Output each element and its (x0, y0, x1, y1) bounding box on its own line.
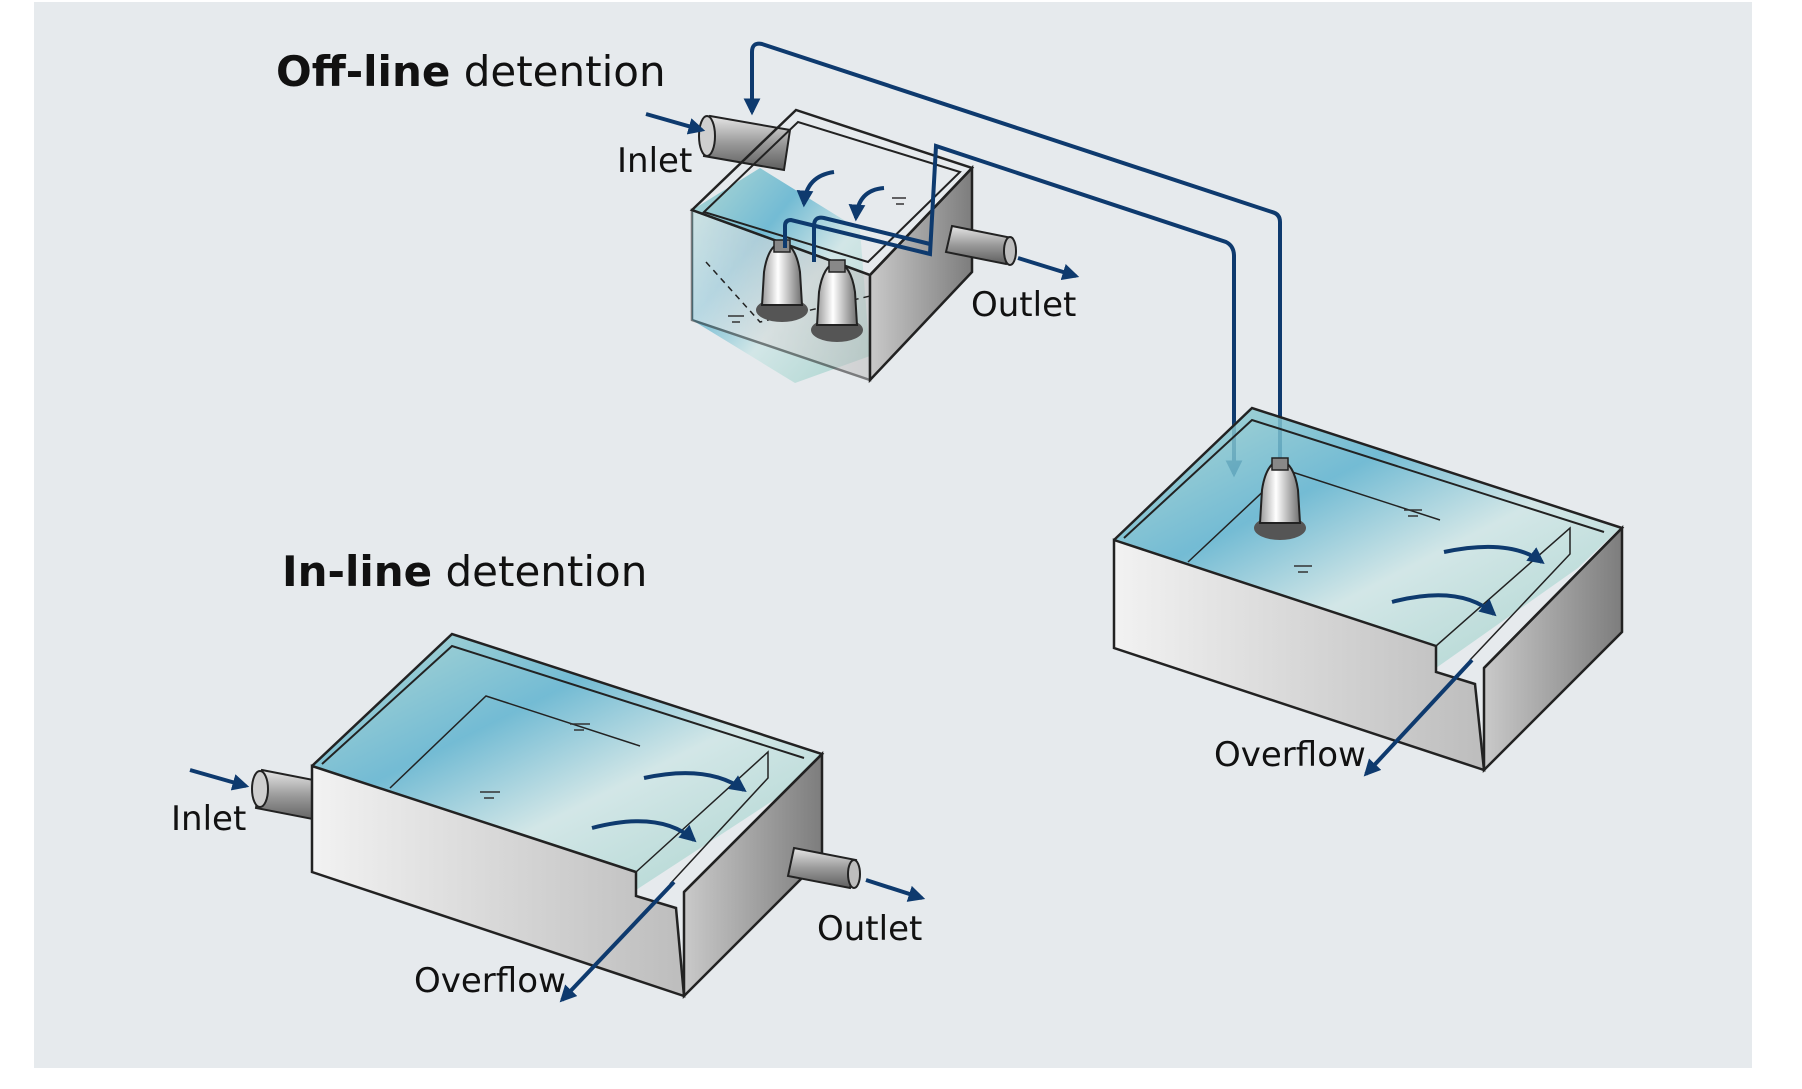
water-level-icon (728, 197, 906, 323)
inline-overflow-arrow (559, 880, 676, 1003)
inline-outlet-label: Outlet (817, 909, 922, 949)
inline-outlet-pipe (786, 846, 861, 890)
flow-arrow-icon (848, 186, 885, 222)
return-line (743, 41, 1282, 468)
inline-inlet-arrow (189, 768, 250, 791)
flow-arrow-icon (643, 771, 747, 792)
flow-arrow-icon (1443, 544, 1545, 565)
flow-arrow-icon (1391, 593, 1497, 617)
inline-outlet-arrow (865, 878, 926, 902)
submersible-pump-icon (1254, 457, 1306, 540)
flow-arrow-icon (591, 819, 697, 843)
water-level-icon (480, 723, 590, 799)
offline-inlet-arrow (645, 112, 706, 135)
offline-outlet-arrow (1017, 256, 1080, 281)
offline-inlet-label: Inlet (617, 141, 692, 181)
pump-link-line (812, 215, 931, 262)
offline-overflow-arrow (1363, 658, 1474, 777)
offline-overflow-label: Overflow (1214, 735, 1366, 775)
submersible-pump-icon (756, 239, 808, 322)
offline-outlet-label: Outlet (971, 285, 1076, 325)
inline-overflow-label: Overflow (414, 961, 566, 1001)
pump-discharge-line (783, 143, 1243, 478)
submersible-pump-icon (811, 259, 863, 342)
inline-inlet-label: Inlet (171, 799, 246, 839)
inline-title: In-line detention (282, 547, 647, 596)
flow-arrow-icon (796, 170, 835, 208)
water-level-icon (1294, 509, 1422, 573)
offline-outlet-pipe (944, 224, 1017, 266)
offline-title: Off-line detention (276, 47, 666, 96)
